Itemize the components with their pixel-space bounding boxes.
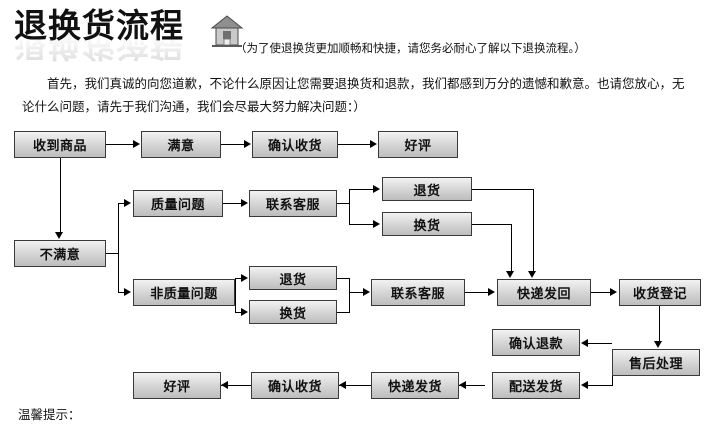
flow-node-unsatisfied[interactable]: 不满意 [14,240,106,267]
flow-node-good-review-bottom[interactable]: 好评 [133,372,221,399]
flow-node-express-shipping[interactable]: 快递发货 [371,372,459,399]
edge-return1-down [533,189,534,271]
edge-arrow-satisfied-to-confirm [244,140,251,148]
edge-exchange2-merge [337,312,349,313]
footer-note: 温馨提示： [18,407,81,422]
flow-node-exchange-1[interactable]: 换货 [382,212,472,236]
edge-exchange1-down [511,224,512,271]
flow-node-confirm-receipt-bottom[interactable]: 确认收货 [251,372,339,399]
intro-paragraph: 首先，我们真诚的向您道歉，不论什么原因让您需要退换货和退款，我们都感到万分的遗憾… [22,72,694,118]
flow-node-return-2[interactable]: 退货 [249,266,337,290]
edge-merge-to-service2 [349,292,363,293]
edge-exchange1-to-express [472,224,512,225]
edge-unsatisfied-stem [106,253,118,254]
edge-arrow-received-to-satisfied [133,140,140,148]
flow-node-satisfied[interactable]: 满意 [141,131,221,158]
edge-return2-merge [337,278,349,279]
edge-arrow-return1-to-express [528,271,536,278]
flow-node-received-goods[interactable]: 收到商品 [14,131,106,158]
edge-arrow-confirm-to-review [370,140,377,148]
edge-arrow-confirm-to-review-bottom [221,381,228,389]
flow-node-after-sales[interactable]: 售后处理 [612,349,700,376]
edge-service1-to-return [349,189,374,190]
page-title: 退换货流程 [14,6,184,45]
edge-aftersales-to-delivery [588,385,612,386]
edge-arrow-merge-to-service2 [363,288,370,296]
edge-service2-to-express [465,292,489,293]
edge-confirm-to-review [338,144,371,145]
intro-line-2: 论什么问题，请先于我们沟通，我们会尽最大努力解决问题：） [22,99,366,114]
edge-unsatisfied-to-quality [118,203,125,204]
edge-nonquality-split-vertical [235,278,236,313]
edge-arrow-unsatisfied-to-quality [124,199,131,207]
flow-node-good-review-top[interactable]: 好评 [378,131,458,158]
edge-registration-to-aftersales [659,306,660,342]
edge-satisfied-to-confirm [221,144,245,145]
edge-arrow-received-to-unsatisfied [55,232,63,239]
edge-arrow-registration-to-aftersales [654,341,662,348]
edge-return1-to-express [472,189,534,190]
flow-node-receipt-registration[interactable]: 收货登记 [619,279,701,306]
flow-node-non-quality-issue[interactable]: 非质量问题 [133,279,235,306]
flow-node-contact-service-2[interactable]: 联系客服 [371,279,465,306]
edge-arrow-express-to-registration [610,288,617,296]
edge-service1-stem [337,203,349,204]
edge-arrow-service1-to-exchange [373,220,380,228]
edge-nonquality-to-exchange [235,312,241,313]
edge-received-to-satisfied [106,144,134,145]
edge-aftersales-down [612,376,613,386]
edge-arrow-exchange1-to-express [506,271,514,278]
house-icon [210,15,244,47]
edge-service1-split-vertical [349,189,350,225]
edge-arrow-express-ship-to-confirm [339,381,346,389]
edge-aftersales-to-refund-h [597,343,612,344]
edge-nonquality-to-return [235,278,241,279]
edge-service1-to-exchange [349,224,374,225]
edge-arrow-nonquality-to-exchange [241,308,248,316]
edge-arrow-unsatisfied-to-nonquality [124,288,131,296]
title-note: （为了使退换货更加顺畅和快捷，请您务必耐心了解以下退换流程。） [235,41,586,55]
edge-express-ship-to-confirm [339,385,371,386]
edge-express-to-registration [591,292,611,293]
edge-arrow-aftersales-to-delivery [581,381,588,389]
intro-line-1: 首先，我们真诚的向您道歉，不论什么原因让您需要退换货和退款，我们都感到万分的遗憾… [47,76,685,91]
edge-merge-vertical [349,278,350,313]
flow-node-delivery-shipping[interactable]: 配送发货 [492,372,580,399]
edge-arrow-service1-to-return [373,185,380,193]
edge-arrow-delivery-to-express-ship [459,381,466,389]
edge-quality-to-service [223,203,241,204]
edge-arrow-nonquality-to-return [241,274,248,282]
edge-confirm-to-review-bottom [221,385,251,386]
flow-node-confirm-refund[interactable]: 确认退款 [492,329,580,356]
flow-node-contact-service-1[interactable]: 联系客服 [249,190,337,217]
flow-node-return-1[interactable]: 退货 [382,177,472,201]
flow-node-express-send-back[interactable]: 快递发回 [497,279,591,306]
flow-node-exchange-2[interactable]: 换货 [249,300,337,324]
edge-arrow-quality-to-service [241,199,248,207]
edge-arrow-aftersales-to-refund [581,339,588,347]
edge-unsatisfied-split-vertical [118,203,119,293]
edge-delivery-to-express-ship [459,385,485,386]
edge-unsatisfied-to-nonquality [118,292,125,293]
flow-node-quality-issue[interactable]: 质量问题 [133,190,223,217]
edge-arrow-service2-to-express [488,288,495,296]
edge-received-to-unsatisfied [60,158,61,233]
flow-node-confirm-receipt-top[interactable]: 确认收货 [252,131,338,158]
edge-aftersales-to-refund [588,343,598,344]
page-title-block: 退换货流程 退换货流程 [14,6,244,64]
